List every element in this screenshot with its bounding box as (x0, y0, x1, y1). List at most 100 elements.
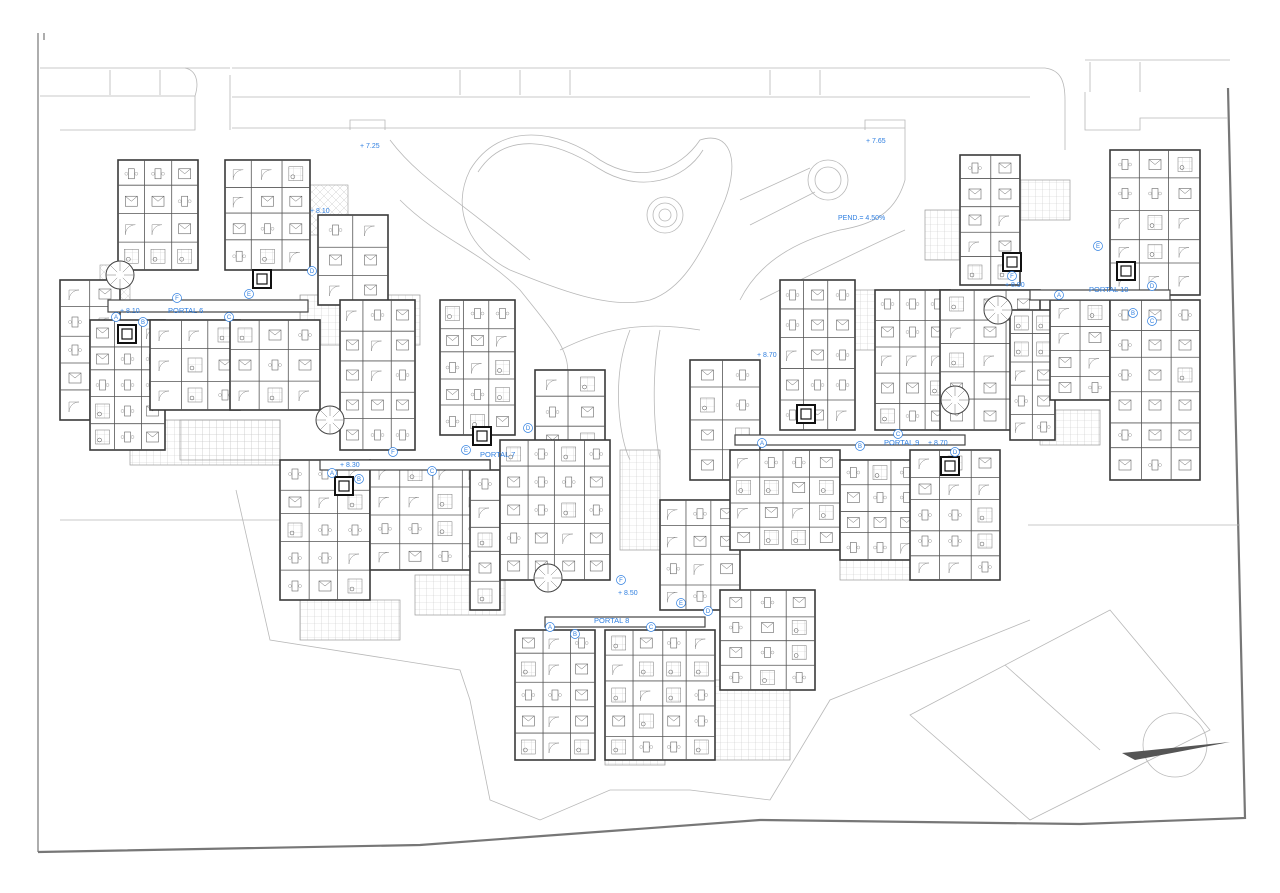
bed-fold (998, 240, 1012, 247)
chair (978, 166, 982, 170)
bed-fold (396, 339, 409, 346)
bed (534, 532, 548, 544)
chair (905, 302, 910, 306)
table (884, 298, 891, 310)
bed (146, 431, 159, 443)
bed-fold (446, 335, 459, 341)
bed (847, 517, 860, 528)
bed-fold (720, 563, 733, 570)
table (839, 289, 846, 301)
toilet (882, 416, 887, 422)
bed (978, 457, 992, 469)
table (592, 504, 600, 516)
bed-fold (968, 214, 982, 221)
bathroom (1014, 315, 1029, 331)
chair (161, 172, 165, 176)
bed-fold (667, 715, 680, 722)
chair (1128, 433, 1132, 437)
table (839, 379, 846, 391)
stair-marker-letter: B (141, 320, 145, 326)
toilet (479, 540, 485, 546)
bathroom (977, 533, 993, 549)
site-boundary (37, 33, 1247, 854)
bed (238, 359, 252, 371)
chair (544, 452, 548, 456)
portal-6-label: PORTAL 6 (168, 306, 203, 315)
toilet (497, 395, 502, 400)
elevator-icon (252, 269, 272, 289)
bed-fold (793, 597, 806, 603)
table (441, 550, 449, 562)
bed (96, 353, 109, 365)
table (764, 597, 771, 608)
bed-fold (446, 389, 459, 395)
bed (178, 168, 191, 180)
door-swing (548, 742, 560, 754)
table (876, 492, 884, 503)
stair-marker-letter: B (858, 444, 862, 450)
bed-fold (1017, 298, 1030, 305)
bathroom (949, 296, 964, 312)
chair (667, 641, 671, 645)
chair (978, 565, 982, 569)
toilet (951, 360, 956, 366)
chair (845, 353, 850, 357)
door-swing (737, 458, 748, 469)
table (795, 672, 803, 683)
door-swing (737, 508, 748, 519)
door-swing (693, 564, 705, 575)
bathroom (187, 357, 203, 373)
stair-marker (388, 447, 398, 457)
chair (666, 567, 671, 571)
stair-marker (224, 312, 234, 322)
stair-step (332, 422, 341, 431)
elevator-car (800, 408, 812, 420)
elevator-icon (1002, 252, 1022, 272)
toilet (999, 272, 1005, 278)
corridor (319, 459, 491, 471)
bed (1148, 399, 1162, 411)
bed-fold (268, 329, 282, 336)
table (510, 532, 518, 544)
door-swing (836, 410, 847, 422)
table (99, 379, 106, 391)
chair (1047, 425, 1051, 429)
bed-fold (218, 359, 232, 366)
bed-fold (590, 532, 603, 539)
table (332, 224, 339, 236)
stair-marker (757, 438, 767, 448)
chair (478, 482, 482, 486)
chair (298, 584, 302, 588)
stair-step (987, 312, 996, 321)
stair-marker (1147, 281, 1157, 291)
table (1017, 395, 1025, 407)
stair-marker (855, 441, 865, 451)
portal-6-level: + 8.10 (120, 308, 140, 315)
toilet (497, 368, 502, 373)
bed (346, 399, 359, 411)
bed-fold (408, 551, 422, 557)
bathroom (187, 387, 203, 403)
bed (396, 309, 409, 321)
chair (318, 556, 322, 560)
chair (558, 693, 562, 697)
bed (792, 482, 806, 493)
chair (488, 482, 492, 486)
chair (835, 293, 840, 297)
door-swing (364, 225, 375, 237)
bed-fold (729, 597, 742, 603)
chair (120, 435, 125, 439)
door-swing (1058, 333, 1070, 344)
table (565, 476, 573, 488)
bathroom (506, 446, 521, 462)
chair (438, 554, 442, 558)
chair (78, 320, 82, 324)
bed (1178, 459, 1192, 471)
chair (704, 693, 708, 697)
bed (968, 188, 982, 200)
bathroom (736, 480, 751, 495)
door-swing (998, 215, 1010, 227)
bed-fold (737, 532, 750, 538)
chair (770, 650, 775, 655)
